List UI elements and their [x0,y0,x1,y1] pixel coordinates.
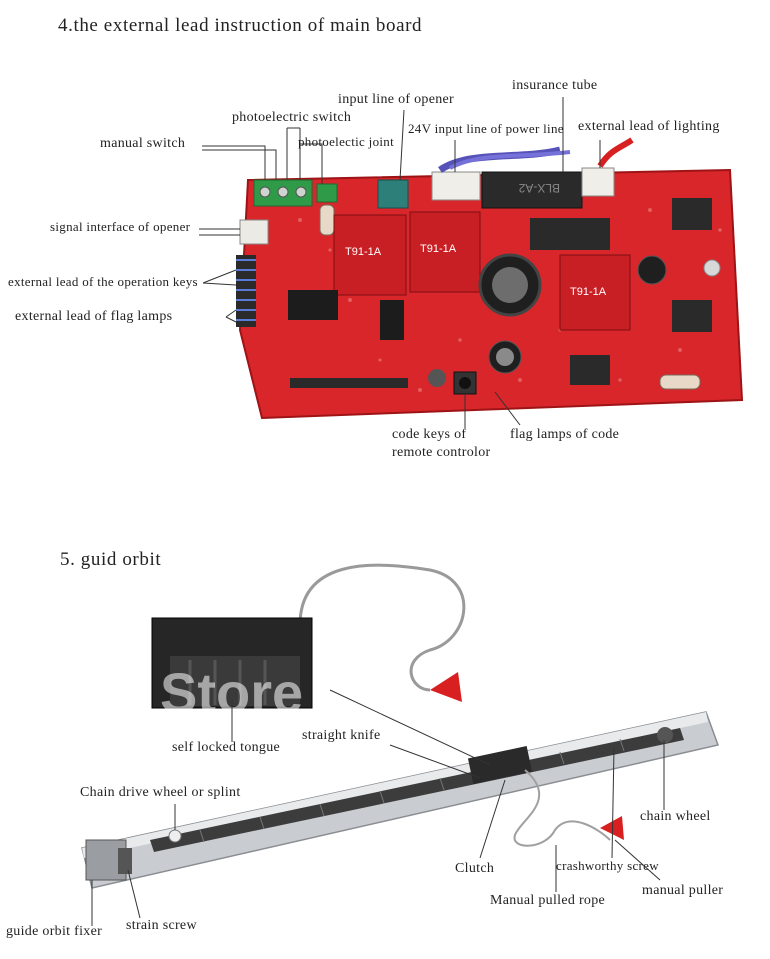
mount-hole [703,259,721,277]
label-straight-knife: straight knife [302,728,381,743]
opener-connector [377,179,409,209]
relay-3 [559,254,631,331]
label-photoelectic-joint: photoelectic joint [298,134,395,149]
watermark: Store N [160,661,359,724]
main-board: BLX-A2 T91-1A T91-1A T91-1A [236,137,744,420]
transistor-1 [672,198,712,230]
ic-chip-2 [380,300,404,340]
guide-rail [81,711,719,889]
label-strain-screw: strain screw [126,918,197,933]
relay-2 [409,211,481,293]
lighting-wire [597,137,634,168]
label-flag-lamps-code: flag lamps of code [510,427,620,442]
label-flag-lamps: external lead of flag lamps [15,309,173,324]
pulled-rope [513,769,611,847]
resistor [319,204,335,236]
transistor-2 [672,300,712,332]
label-signal-interface: signal interface of opener [50,219,191,234]
relay-black [530,218,610,250]
capacitor-tiny [428,369,446,387]
fuse-text: BLX-A2 [518,181,560,195]
label-guide-orbit-fixer: guide orbit fixer [6,924,103,939]
label-manual-puller: manual puller [642,883,724,898]
svg-text:T91-1A: T91-1A [420,243,457,255]
relay-1 [333,214,407,296]
capacitor-small [637,255,667,285]
label-chain-wheel: chain wheel [640,809,711,824]
label-operation-keys: external lead of the operation keys [8,274,198,289]
label-crashworthy-screw: crashworthy screw [556,858,659,873]
label-self-locked-tongue: self locked tongue [172,740,281,755]
resistor-2 [659,374,701,390]
label-external-lead-lighting: external lead of lighting [578,119,720,134]
fuse-tube [481,171,583,209]
leader-lines-board [199,97,601,428]
clutch-trolley [467,746,533,784]
transistor-3 [570,355,610,385]
power-connector [431,171,481,201]
drive-wheel [168,829,182,843]
label-chain-drive-wheel: Chain drive wheel or splint [80,785,241,800]
label-24v-input: 24V input line of power line [408,121,564,136]
label-code-keys-2: remote controlor [392,445,491,460]
label-code-keys-1: code keys of [392,427,467,442]
signal-connector [239,219,269,245]
strain-screw-part [118,848,132,874]
leader-lines-orbit [91,689,665,926]
bottom-header [290,378,408,388]
photoelectric-joint [316,183,338,203]
section4-title: 4.the external lead instruction of main … [58,15,423,36]
label-photoelectric-switch: photoelectric switch [232,110,352,125]
release-cable [298,563,466,692]
label-manual-pulled-rope: Manual pulled rope [490,893,606,908]
manual-puller-bottom [600,816,624,840]
manual-puller-top [430,672,462,702]
relays: T91-1A T91-1A T91-1A [333,211,631,331]
label-manual-switch: manual switch [100,136,186,151]
ic-chip [288,290,338,320]
section5-title: 5. guid orbit [60,549,162,570]
label-clutch: Clutch [455,861,495,876]
svg-text:T91-1A: T91-1A [345,246,382,258]
label-insurance-tube: insurance tube [512,78,598,93]
lighting-connector [581,167,615,197]
tongue-block [151,617,313,709]
chain [150,728,684,852]
label-input-line-opener: input line of opener [338,92,455,107]
pin-wires [236,259,256,321]
chain-wheel-part [657,727,673,743]
svg-text:T91-1A: T91-1A [570,286,607,298]
